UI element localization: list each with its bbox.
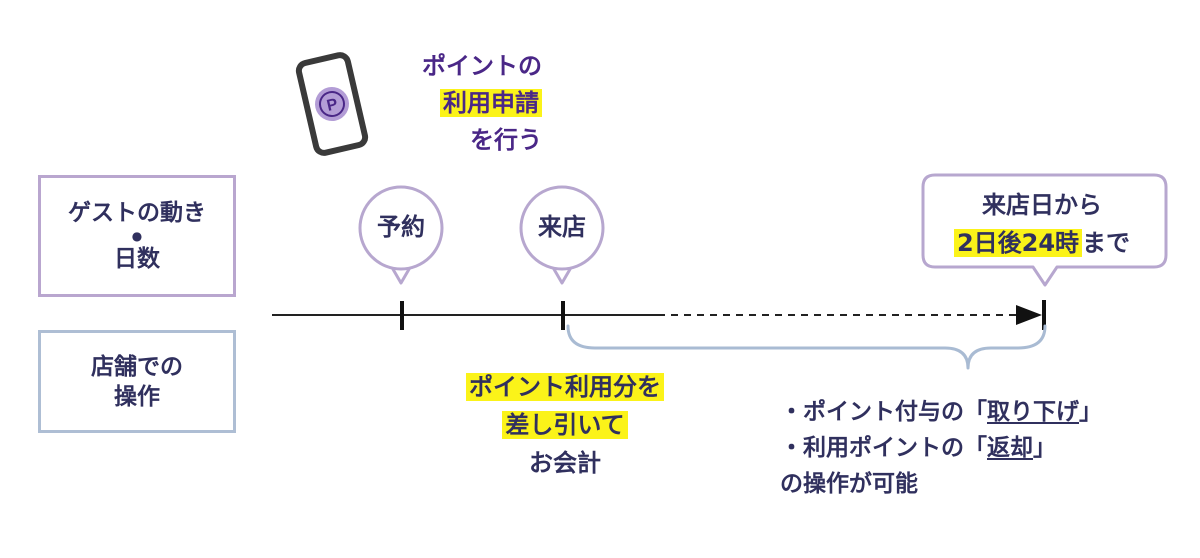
- bubble-reservation: [358, 185, 444, 285]
- operations-item2: ・利用ポイントの「返却」: [780, 435, 1056, 461]
- deadline-line1: 来店日から: [982, 191, 1102, 219]
- bubble-visit: [519, 185, 605, 285]
- point-p-icon: P: [315, 87, 349, 121]
- marker-reservation-label: 予約: [377, 213, 425, 241]
- svg-text:P: P: [325, 96, 340, 115]
- operations-item2-key: 返却: [987, 435, 1033, 461]
- arrow-head-icon: [1016, 305, 1042, 325]
- phone-note-line1: ポイントの: [422, 52, 542, 80]
- guest-movement-box: ゲストの動き ● 日数: [38, 175, 236, 297]
- store-box-line2: 操作: [114, 383, 160, 410]
- operations-note: ・ポイント付与の「取り下げ」 ・利用ポイントの「返却」 の操作が可能: [780, 394, 1180, 502]
- guest-box-dot: ●: [131, 229, 143, 243]
- curly-brace: [566, 324, 1047, 370]
- operations-item1: ・ポイント付与の「取り下げ」: [780, 399, 1102, 425]
- deadline-rest: まで: [1082, 229, 1131, 257]
- store-operations-box: 店舗での 操作: [38, 330, 236, 433]
- checkout-line3: お会計: [529, 449, 601, 477]
- checkout-line1: ポイント利用分を: [466, 373, 664, 401]
- checkout-line2: 差し引いて: [502, 411, 628, 439]
- deadline-highlight: 2日後24時: [953, 229, 1083, 257]
- guest-box-line1: ゲストの動き: [68, 200, 206, 226]
- deadline-text: 来店日から 2日後24時まで: [922, 186, 1162, 262]
- phone-note: ポイントの 利用申請 を行う: [352, 48, 542, 159]
- operations-item3: の操作が可能: [780, 471, 918, 497]
- smartphone-points-icon: P: [295, 52, 369, 156]
- store-box-line1: 店舗での: [91, 353, 183, 380]
- marker-visit-label: 来店: [538, 213, 586, 241]
- phone-note-line2: 利用申請: [440, 89, 542, 117]
- phone-note-line3: を行う: [470, 126, 542, 154]
- operations-item1-key: 取り下げ: [987, 399, 1079, 425]
- checkout-note: ポイント利用分を 差し引いて お会計: [430, 368, 700, 482]
- guest-box-line2: 日数: [114, 246, 160, 272]
